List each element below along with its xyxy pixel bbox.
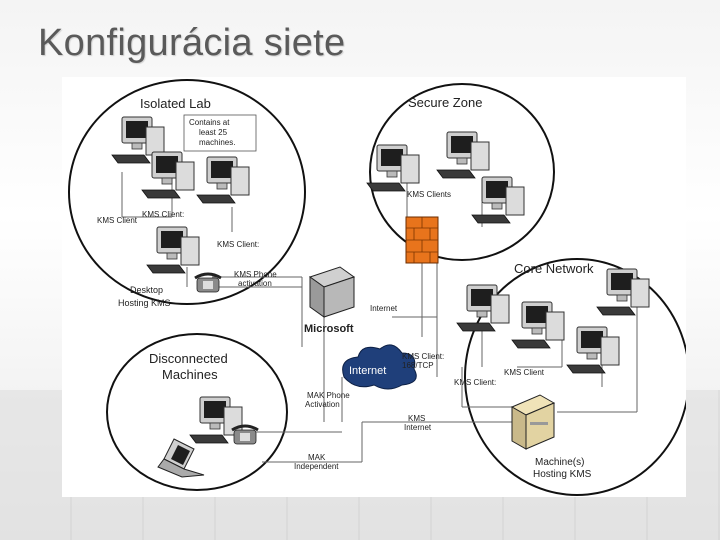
kms-server-icon <box>510 394 556 450</box>
note-box <box>183 114 257 152</box>
hosting-kms-label: Hosting KMS <box>533 469 592 480</box>
kms-client-label: KMS Client: <box>142 210 184 219</box>
core-computer-icon <box>596 268 650 316</box>
mak-independent-label-2: Independent <box>294 462 339 471</box>
hosting-kms-label: Hosting KMS <box>118 298 171 308</box>
mak-independent-label: MAK <box>308 453 326 462</box>
kms-client-label: KMS Client <box>97 216 138 225</box>
kms-client-rpc-label: KMS Client: <box>402 352 444 361</box>
disconnected-label: Disconnected <box>149 351 228 366</box>
internet-cloud-icon <box>342 344 417 390</box>
disconnected-zone <box>106 333 288 491</box>
lab-computer-icon <box>196 156 250 204</box>
core-network-label: Core Network <box>514 261 594 276</box>
machine-label: Machine(s) <box>535 457 584 468</box>
cloud-label: Internet <box>349 365 386 377</box>
kms-client-label: KMS Client: <box>454 378 496 387</box>
secure-computer-icon <box>471 176 525 224</box>
core-computer-icon <box>566 326 620 374</box>
phone-icon <box>193 272 223 294</box>
mak-phone-label: MAK Phone <box>307 391 350 400</box>
desktop-kms-computer-icon <box>146 226 200 274</box>
kms-phone-label: KMS Phone <box>234 270 277 279</box>
desktop-label: Desktop <box>130 285 163 295</box>
isolated-lab-label: Isolated Lab <box>140 96 211 111</box>
kms-internet-label-2: Internet <box>404 423 432 432</box>
kms-internet-label: KMS <box>408 414 425 423</box>
network-diagram: Isolated Lab Contains at least 25 machin… <box>68 79 686 496</box>
kms-client-rpc-label-2: 168/TCP <box>402 361 434 370</box>
kms-client-label: KMS Client: <box>217 240 259 249</box>
machines-label: Machines <box>162 367 218 382</box>
secure-computer-icon <box>436 131 490 179</box>
core-network-zone <box>464 258 686 496</box>
secure-zone <box>369 83 555 261</box>
core-computer-icon <box>456 284 510 332</box>
internet-label: Internet <box>370 304 398 313</box>
microsoft-label: Microsoft <box>304 323 354 335</box>
kms-client-label: KMS Client <box>504 368 545 377</box>
note-line-1: Contains at <box>189 118 230 127</box>
slide-title: Konfigurácia siete <box>38 22 346 64</box>
microsoft-server-icon <box>308 266 356 318</box>
firewall-icon <box>405 216 439 264</box>
isolated-lab-zone <box>68 79 306 305</box>
secure-computer-icon <box>366 144 420 192</box>
kms-clients-label: KMS Clients <box>407 190 451 199</box>
lab-computer-icon <box>141 151 195 199</box>
note-line-2: least 25 <box>199 128 228 137</box>
kms-phone-label-2: activation <box>238 279 272 288</box>
note-line-3: machines. <box>199 138 235 147</box>
secure-zone-label: Secure Zone <box>408 95 482 110</box>
phone-icon <box>230 424 260 446</box>
laptop-icon <box>157 438 205 478</box>
mak-phone-label-2: Activation <box>305 400 340 409</box>
core-computer-icon <box>511 301 565 349</box>
